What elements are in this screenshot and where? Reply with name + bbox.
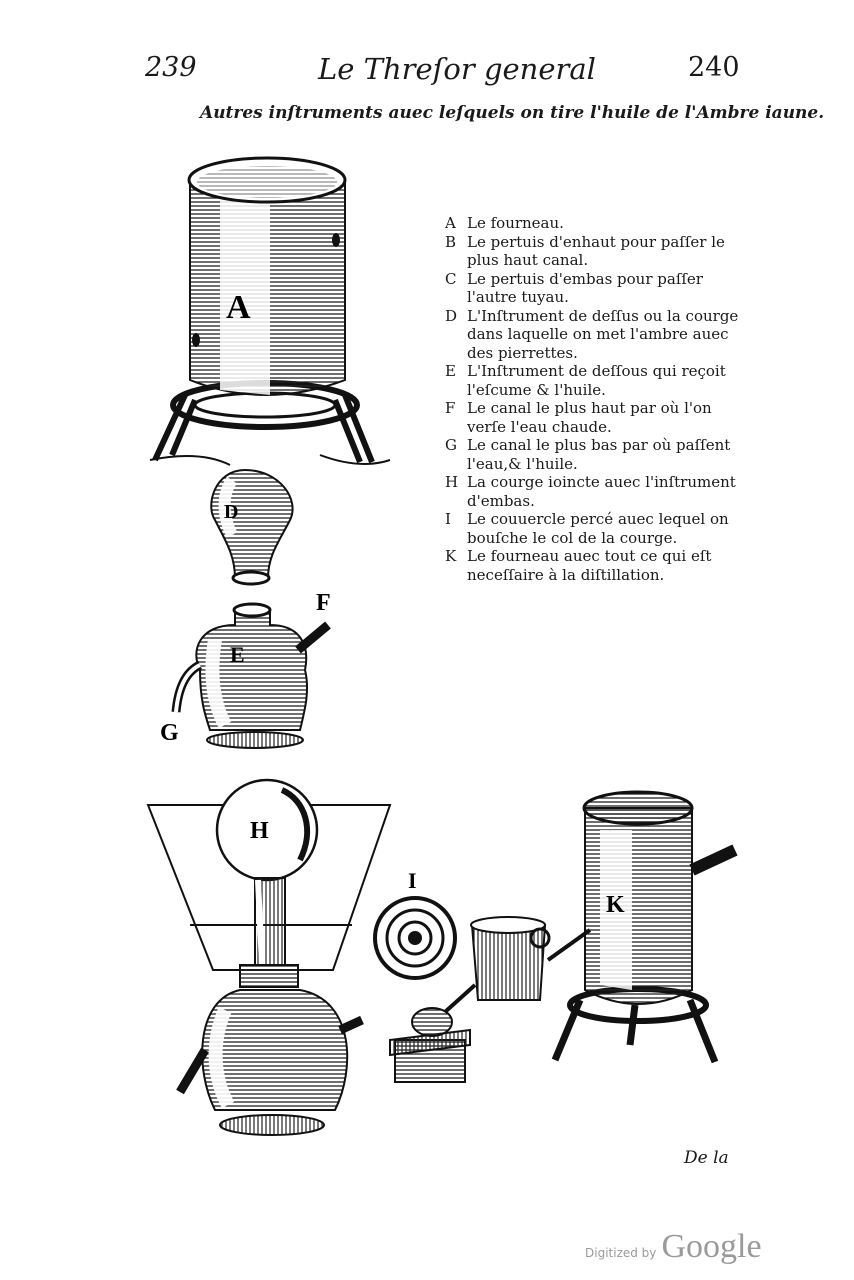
legend-item-a: A Le fourneau. bbox=[445, 214, 745, 233]
legend-key: A bbox=[445, 214, 456, 232]
page-number-right: 240 bbox=[688, 52, 740, 83]
google-logo: Google bbox=[661, 1228, 762, 1265]
legend-key: B bbox=[445, 232, 457, 251]
legend-key: H bbox=[445, 473, 459, 491]
legend-item-e: E L'Inſtrument de deſſous qui reçoit l'eſ… bbox=[445, 362, 745, 399]
legend-text: Le canal le plus bas par où paſſent l'ea… bbox=[467, 436, 731, 473]
legend-item-d: D L'Inſtrument de deſſus ou la courge dan… bbox=[445, 307, 745, 363]
running-title: Le Threſor general bbox=[318, 52, 596, 86]
legend-key: E bbox=[445, 362, 456, 380]
legend-key: G bbox=[445, 436, 457, 454]
legend-item-g: G Le canal le plus bas par où paſſent l'e… bbox=[445, 436, 745, 473]
legend-text: Le canal le plus haut par où l'on verſe … bbox=[467, 399, 712, 436]
legend-text: Le pertuis d'embas pour paſſer l'autre t… bbox=[467, 269, 703, 307]
legend: A Le fourneau. B Le pertuis d'enhaut pour … bbox=[445, 214, 745, 584]
legend-item-b: B Le pertuis d'enhaut pour paſſer le plus… bbox=[445, 233, 745, 270]
figure-label-g: G bbox=[160, 720, 179, 746]
vessel-e-drawing bbox=[171, 602, 331, 749]
legend-item-i: I Le couuercle percé auec lequel on bouſc… bbox=[445, 510, 745, 547]
legend-text: Le couuercle percé auec lequel on bouſch… bbox=[467, 510, 729, 547]
figure-label-k: K bbox=[606, 892, 625, 918]
figure-label-i: I bbox=[408, 868, 417, 893]
legend-text: L'Inſtrument de deſſous qui reçoit l'eſc… bbox=[467, 362, 726, 399]
legend-key: F bbox=[445, 399, 456, 417]
legend-key: C bbox=[445, 269, 457, 288]
legend-item-h: H La courge ioincte auec l'inſtrument d'e… bbox=[445, 473, 745, 510]
legend-text: L'Inſtrument de deſſus ou la courge dans… bbox=[467, 306, 739, 362]
digitized-by-watermark: Digitized by Google bbox=[585, 1228, 762, 1266]
figure-label-h: H bbox=[250, 818, 269, 844]
small-still-drawing bbox=[389, 916, 592, 1083]
apparatus-h-drawing bbox=[146, 778, 392, 1136]
cover-i-drawing bbox=[373, 896, 457, 980]
catchword: De la bbox=[684, 1148, 729, 1168]
furnace-k-drawing bbox=[551, 790, 738, 1064]
figure-label-e: E bbox=[230, 642, 245, 667]
legend-text: La courge ioincte auec l'inſtrument d'em… bbox=[467, 473, 736, 510]
legend-key: I bbox=[445, 510, 451, 528]
legend-text: Le fourneau. bbox=[467, 214, 564, 232]
legend-item-c: C Le pertuis d'embas pour paſſer l'autre … bbox=[445, 270, 745, 307]
legend-item-k: K Le fourneau auec tout ce qui eſt neceſſ… bbox=[445, 547, 745, 584]
legend-key: D bbox=[445, 306, 458, 325]
plate-caption: Autres inſtruments auec leſquels on tire… bbox=[200, 103, 825, 123]
legend-item-f: F Le canal le plus haut par où l'on verſe… bbox=[445, 399, 745, 436]
watermark-prefix: Digitized by bbox=[585, 1246, 657, 1260]
page-number-left: 239 bbox=[145, 52, 197, 83]
legend-key: K bbox=[445, 547, 457, 565]
legend-text: Le fourneau auec tout ce qui eſt neceſſa… bbox=[467, 547, 712, 584]
figure-label-d: D bbox=[224, 501, 238, 523]
furnace-a-drawing bbox=[149, 156, 391, 466]
figure-label-f: F bbox=[316, 590, 331, 616]
figure-label-a: A bbox=[226, 289, 251, 326]
legend-text: Le pertuis d'enhaut pour paſſer le plus … bbox=[467, 232, 725, 270]
gourd-d-drawing bbox=[210, 468, 294, 586]
